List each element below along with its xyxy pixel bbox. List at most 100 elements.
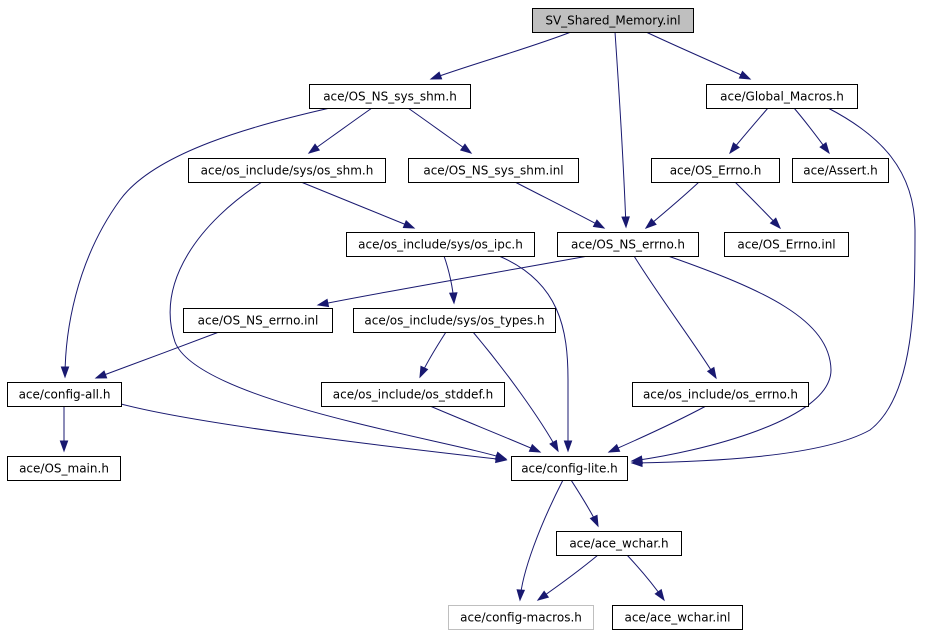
edge-line (514, 181, 605, 229)
arrowhead-icon (516, 589, 526, 602)
node-box[interactable] (724, 232, 849, 257)
node-label: ace/OS_Errno.h (670, 164, 762, 178)
node-box[interactable] (651, 158, 780, 183)
node-label: ace/OS_NS_errno.h (571, 238, 685, 252)
edge-global-macros-h-to-assert-h (793, 107, 830, 155)
edge-config-all-h-to-os-main-h (59, 405, 69, 453)
arrowhead-icon (592, 219, 606, 229)
node-box[interactable] (309, 84, 471, 109)
node-label: ace/os_include/os_errno.h (643, 388, 798, 402)
node-box[interactable] (353, 308, 556, 333)
node-box[interactable] (7, 382, 122, 407)
node-box[interactable] (511, 456, 628, 481)
node-box[interactable] (321, 382, 505, 407)
edge-line (645, 31, 751, 80)
edge-os-include-sys-os-types-h-to-config-lite-h (472, 331, 559, 453)
arrowhead-icon (419, 365, 429, 379)
edge-line (498, 255, 569, 451)
node-box[interactable] (612, 605, 743, 630)
arrowhead-icon (536, 590, 550, 601)
node-box[interactable] (532, 8, 694, 33)
arrowhead-icon (459, 143, 473, 154)
edge-os-include-sys-os-ipc-h-to-os-include-sys-os-types-h (443, 255, 458, 305)
node-os-ns-sys-shm-inl[interactable]: ace/OS_NS_sys_shm.inl (408, 158, 579, 183)
node-label: ace/Assert.h (803, 164, 878, 178)
node-ace-wchar-h[interactable]: ace/ace_wchar.h (556, 531, 682, 556)
node-os-include-sys-os-types-h[interactable]: ace/os_include/sys/os_types.h (353, 308, 556, 333)
node-box[interactable] (188, 158, 386, 183)
node-box[interactable] (632, 382, 809, 407)
arrowhead-icon (549, 439, 559, 453)
edge-line (614, 31, 627, 228)
edge-layer (59, 31, 916, 602)
arrowhead-icon (738, 70, 752, 80)
node-label: ace/os_include/sys/os_ipc.h (358, 238, 523, 252)
edge-line (64, 107, 331, 378)
node-box[interactable] (448, 605, 594, 630)
edge-line (645, 181, 700, 229)
node-assert-h[interactable]: ace/Assert.h (792, 158, 889, 183)
edge-os-ns-sys-shm-h-to-os-include-sys-os-shm-h (307, 107, 373, 154)
edge-os-include-os-stddef-h-to-config-lite-h (429, 405, 542, 453)
arrowhead-icon (429, 71, 443, 80)
node-os-ns-errno-inl[interactable]: ace/OS_NS_errno.inl (183, 308, 333, 333)
edge-os-ns-errno-h-to-os-include-os-errno-h (633, 255, 717, 380)
edge-line (608, 405, 707, 453)
node-label: ace/OS_NS_sys_shm.inl (423, 164, 563, 178)
node-box[interactable] (556, 531, 682, 556)
node-label: ace/ace_wchar.inl (624, 611, 730, 625)
edge-line (95, 331, 220, 379)
arrowhead-icon (316, 298, 330, 308)
node-os-include-sys-os-shm-h[interactable]: ace/os_include/sys/os_shm.h (188, 158, 386, 183)
node-box[interactable] (346, 232, 535, 257)
edge-os-ns-sys-shm-inl-to-os-ns-errno-h (514, 181, 606, 229)
node-os-errno-inl[interactable]: ace/OS_Errno.inl (724, 232, 849, 257)
node-os-include-sys-os-ipc-h[interactable]: ace/os_include/sys/os_ipc.h (346, 232, 535, 257)
arrowhead-icon (644, 217, 657, 229)
edge-config-all-h-to-config-lite-h (120, 403, 508, 464)
arrowhead-icon (589, 514, 599, 528)
node-os-errno-h[interactable]: ace/OS_Errno.h (651, 158, 780, 183)
node-ace-wchar-inl[interactable]: ace/ace_wchar.inl (612, 605, 743, 630)
node-label: ace/os_include/sys/os_types.h (364, 314, 544, 328)
edge-line (120, 403, 507, 461)
node-os-main-h[interactable]: ace/OS_main.h (7, 456, 121, 481)
node-box[interactable] (183, 308, 333, 333)
node-label: ace/config-lite.h (521, 462, 618, 476)
node-os-ns-sys-shm-h[interactable]: ace/OS_NS_sys_shm.h (309, 84, 471, 109)
node-config-macros-h[interactable]: ace/config-macros.h (448, 605, 594, 630)
edge-line (429, 405, 541, 453)
arrowhead-icon (307, 143, 321, 154)
edge-os-errno-h-to-os-ns-errno-h (644, 181, 700, 229)
arrowhead-icon (528, 443, 542, 453)
node-config-lite-h[interactable]: ace/config-lite.h (511, 456, 628, 481)
arrowhead-icon (402, 219, 416, 229)
node-os-include-os-errno-h[interactable]: ace/os_include/os_errno.h (632, 382, 809, 407)
node-box[interactable] (557, 232, 699, 257)
edge-global-macros-h-to-os-errno-h (729, 107, 769, 155)
edge-line (407, 107, 472, 154)
edge-line (317, 255, 589, 306)
arrowhead-icon (495, 454, 508, 464)
edge-sv-shared-memory-inl-to-global-macros-h (645, 31, 752, 80)
node-box[interactable] (7, 456, 121, 481)
edge-os-ns-errno-inl-to-config-all-h (94, 331, 220, 379)
node-box[interactable] (408, 158, 579, 183)
edge-config-lite-h-to-ace-wchar-h (570, 479, 599, 528)
node-label: ace/config-macros.h (460, 611, 582, 625)
node-os-include-os-stddef-h[interactable]: ace/os_include/os_stddef.h (321, 382, 505, 407)
edge-sv-shared-memory-inl-to-os-ns-errno-h (614, 31, 630, 229)
node-box[interactable] (706, 84, 858, 109)
arrowhead-icon (94, 370, 108, 379)
node-box[interactable] (792, 158, 889, 183)
node-os-ns-errno-h[interactable]: ace/OS_NS_errno.h (557, 232, 699, 257)
node-sv-shared-memory-inl[interactable]: SV_Shared_Memory.inl (532, 8, 694, 33)
node-global-macros-h[interactable]: ace/Global_Macros.h (706, 84, 858, 109)
edge-os-ns-errno-h-to-os-ns-errno-inl (316, 255, 589, 308)
arrowhead-icon (729, 142, 740, 155)
node-label: ace/Global_Macros.h (720, 90, 844, 104)
node-config-all-h[interactable]: ace/config-all.h (7, 382, 122, 407)
arrowhead-icon (769, 217, 782, 230)
